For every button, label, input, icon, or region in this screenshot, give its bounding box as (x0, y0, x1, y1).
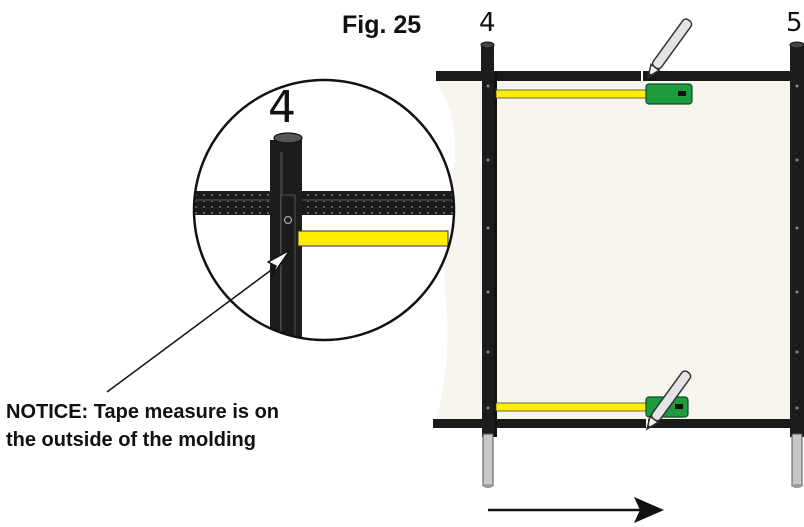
zoom-detail: 4 (192, 78, 456, 342)
direction-arrow-icon (488, 497, 664, 523)
tape-measure-top (495, 83, 693, 105)
figure-title: Fig. 25 (342, 11, 421, 39)
notice-line-1: NOTICE: Tape measure is on (6, 401, 280, 423)
bottom-rail (433, 419, 804, 428)
pointer-arrow-icon (106, 249, 291, 393)
pencil-icon-bottom (645, 370, 692, 431)
post-label-5: 5 (786, 8, 803, 38)
notice-line-2: the outside of the molding (6, 429, 256, 451)
post-5 (789, 41, 804, 488)
zoom-post-label: 4 (268, 82, 296, 133)
post-4 (480, 41, 497, 488)
post-label-4: 4 (479, 8, 496, 38)
top-rail (436, 71, 804, 81)
fence-panel (436, 80, 800, 420)
pencil-icon (646, 18, 693, 79)
notice-text: NOTICE: Tape measure is on the outside o… (6, 398, 326, 454)
